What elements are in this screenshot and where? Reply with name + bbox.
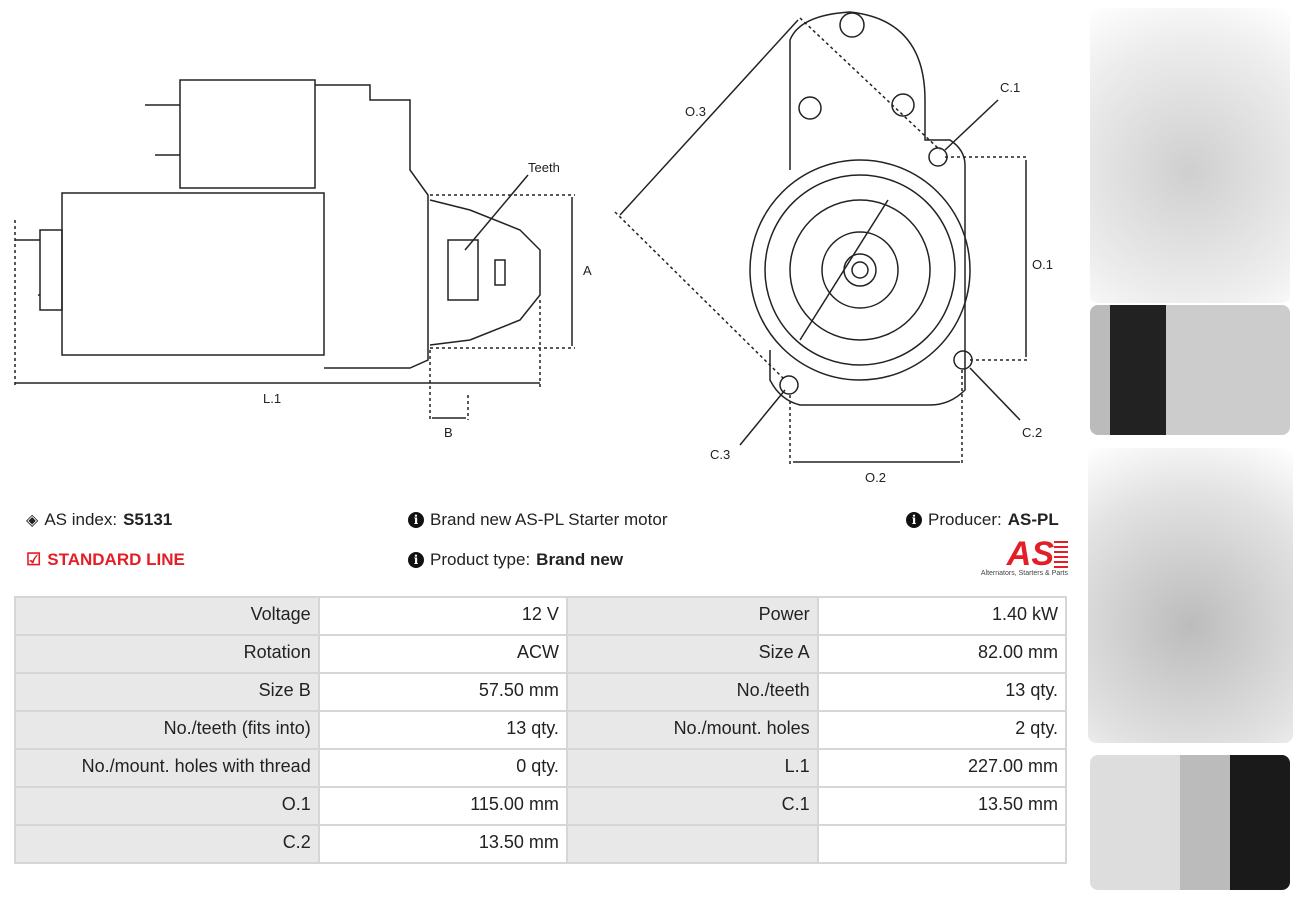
label-c2: C.2 [1022, 425, 1042, 440]
spec-value: 13 qty. [319, 712, 566, 748]
spec-value: 13 qty. [818, 674, 1065, 710]
product-photo-front [1090, 8, 1290, 303]
spec-value: 13.50 mm [818, 788, 1065, 824]
drawing-labels: Teeth A B L.1 O.1 O.2 O.3 C.1 C.2 C.3 [263, 80, 1053, 485]
label-o1: O.1 [1032, 257, 1053, 272]
spec-label: Size B [16, 674, 318, 710]
spec-label: No./mount. holes with thread [16, 750, 318, 786]
as-index: ◈ AS index: S5131 [26, 510, 172, 530]
spec-value: 0 qty. [319, 750, 566, 786]
spec-value: 57.50 mm [319, 674, 566, 710]
spec-label [567, 826, 817, 862]
as-index-value: S5131 [123, 510, 173, 529]
label-b: B [444, 425, 453, 440]
spec-value: ACW [319, 636, 566, 672]
spec-row: No./teeth (fits into)13 qty.No./mount. h… [16, 712, 1065, 748]
product-photo-top [1090, 755, 1290, 890]
spec-value: 13.50 mm [319, 826, 566, 862]
spec-value: 82.00 mm [818, 636, 1065, 672]
spec-label: No./mount. holes [567, 712, 817, 748]
spec-label: C.2 [16, 826, 318, 862]
as-pl-logo: AS Alternators, Starters & Parts [960, 537, 1068, 577]
spec-label: Power [567, 598, 817, 634]
label-l1: L.1 [263, 391, 281, 406]
as-index-label: AS index: [44, 510, 118, 529]
info-icon: i [408, 512, 424, 528]
info-icon: i [906, 512, 922, 528]
spec-label: No./teeth [567, 674, 817, 710]
standard-line-label: STANDARD LINE [47, 550, 185, 569]
spec-label: L.1 [567, 750, 817, 786]
spec-value: 1.40 kW [818, 598, 1065, 634]
standard-line: ☑ STANDARD LINE [26, 550, 185, 570]
producer: i Producer: AS-PL [906, 510, 1059, 530]
spec-label: Voltage [16, 598, 318, 634]
spec-label: Rotation [16, 636, 318, 672]
spec-value: 12 V [319, 598, 566, 634]
logo-text: AS [960, 537, 1068, 571]
producer-value: AS-PL [1007, 510, 1059, 529]
front-view [614, 11, 1028, 465]
product-photo-rear [1088, 448, 1293, 743]
label-c1: C.1 [1000, 80, 1020, 95]
product-type-label: Product type: [430, 550, 531, 569]
side-view [14, 79, 575, 420]
label-teeth: Teeth [528, 160, 560, 175]
spec-value: 2 qty. [818, 712, 1065, 748]
label-o2: O.2 [865, 470, 886, 485]
technical-drawing: Teeth A B L.1 O.1 O.2 O.3 C.1 C.2 C.3 [14, 11, 1053, 485]
description: i Brand new AS-PL Starter motor [408, 510, 667, 530]
product-photo-side [1090, 305, 1290, 435]
spec-value: 227.00 mm [818, 750, 1065, 786]
producer-label: Producer: [928, 510, 1002, 529]
product-type-value: Brand new [536, 550, 624, 569]
description-text: Brand new AS-PL Starter motor [430, 510, 668, 529]
info-icon: i [408, 552, 424, 568]
label-a: A [583, 263, 592, 278]
logo-tagline: Alternators, Starters & Parts [980, 570, 1068, 577]
spec-label: No./teeth (fits into) [16, 712, 318, 748]
spec-value [818, 826, 1065, 862]
checkbox-icon: ☑ [26, 550, 42, 569]
spec-label: C.1 [567, 788, 817, 824]
spec-label: Size A [567, 636, 817, 672]
tags-icon: ◈ [26, 512, 39, 529]
spec-value: 115.00 mm [319, 788, 566, 824]
spec-label: O.1 [16, 788, 318, 824]
label-c3: C.3 [710, 447, 730, 462]
product-type: i Product type: Brand new [408, 550, 623, 570]
label-o3: O.3 [685, 104, 706, 119]
